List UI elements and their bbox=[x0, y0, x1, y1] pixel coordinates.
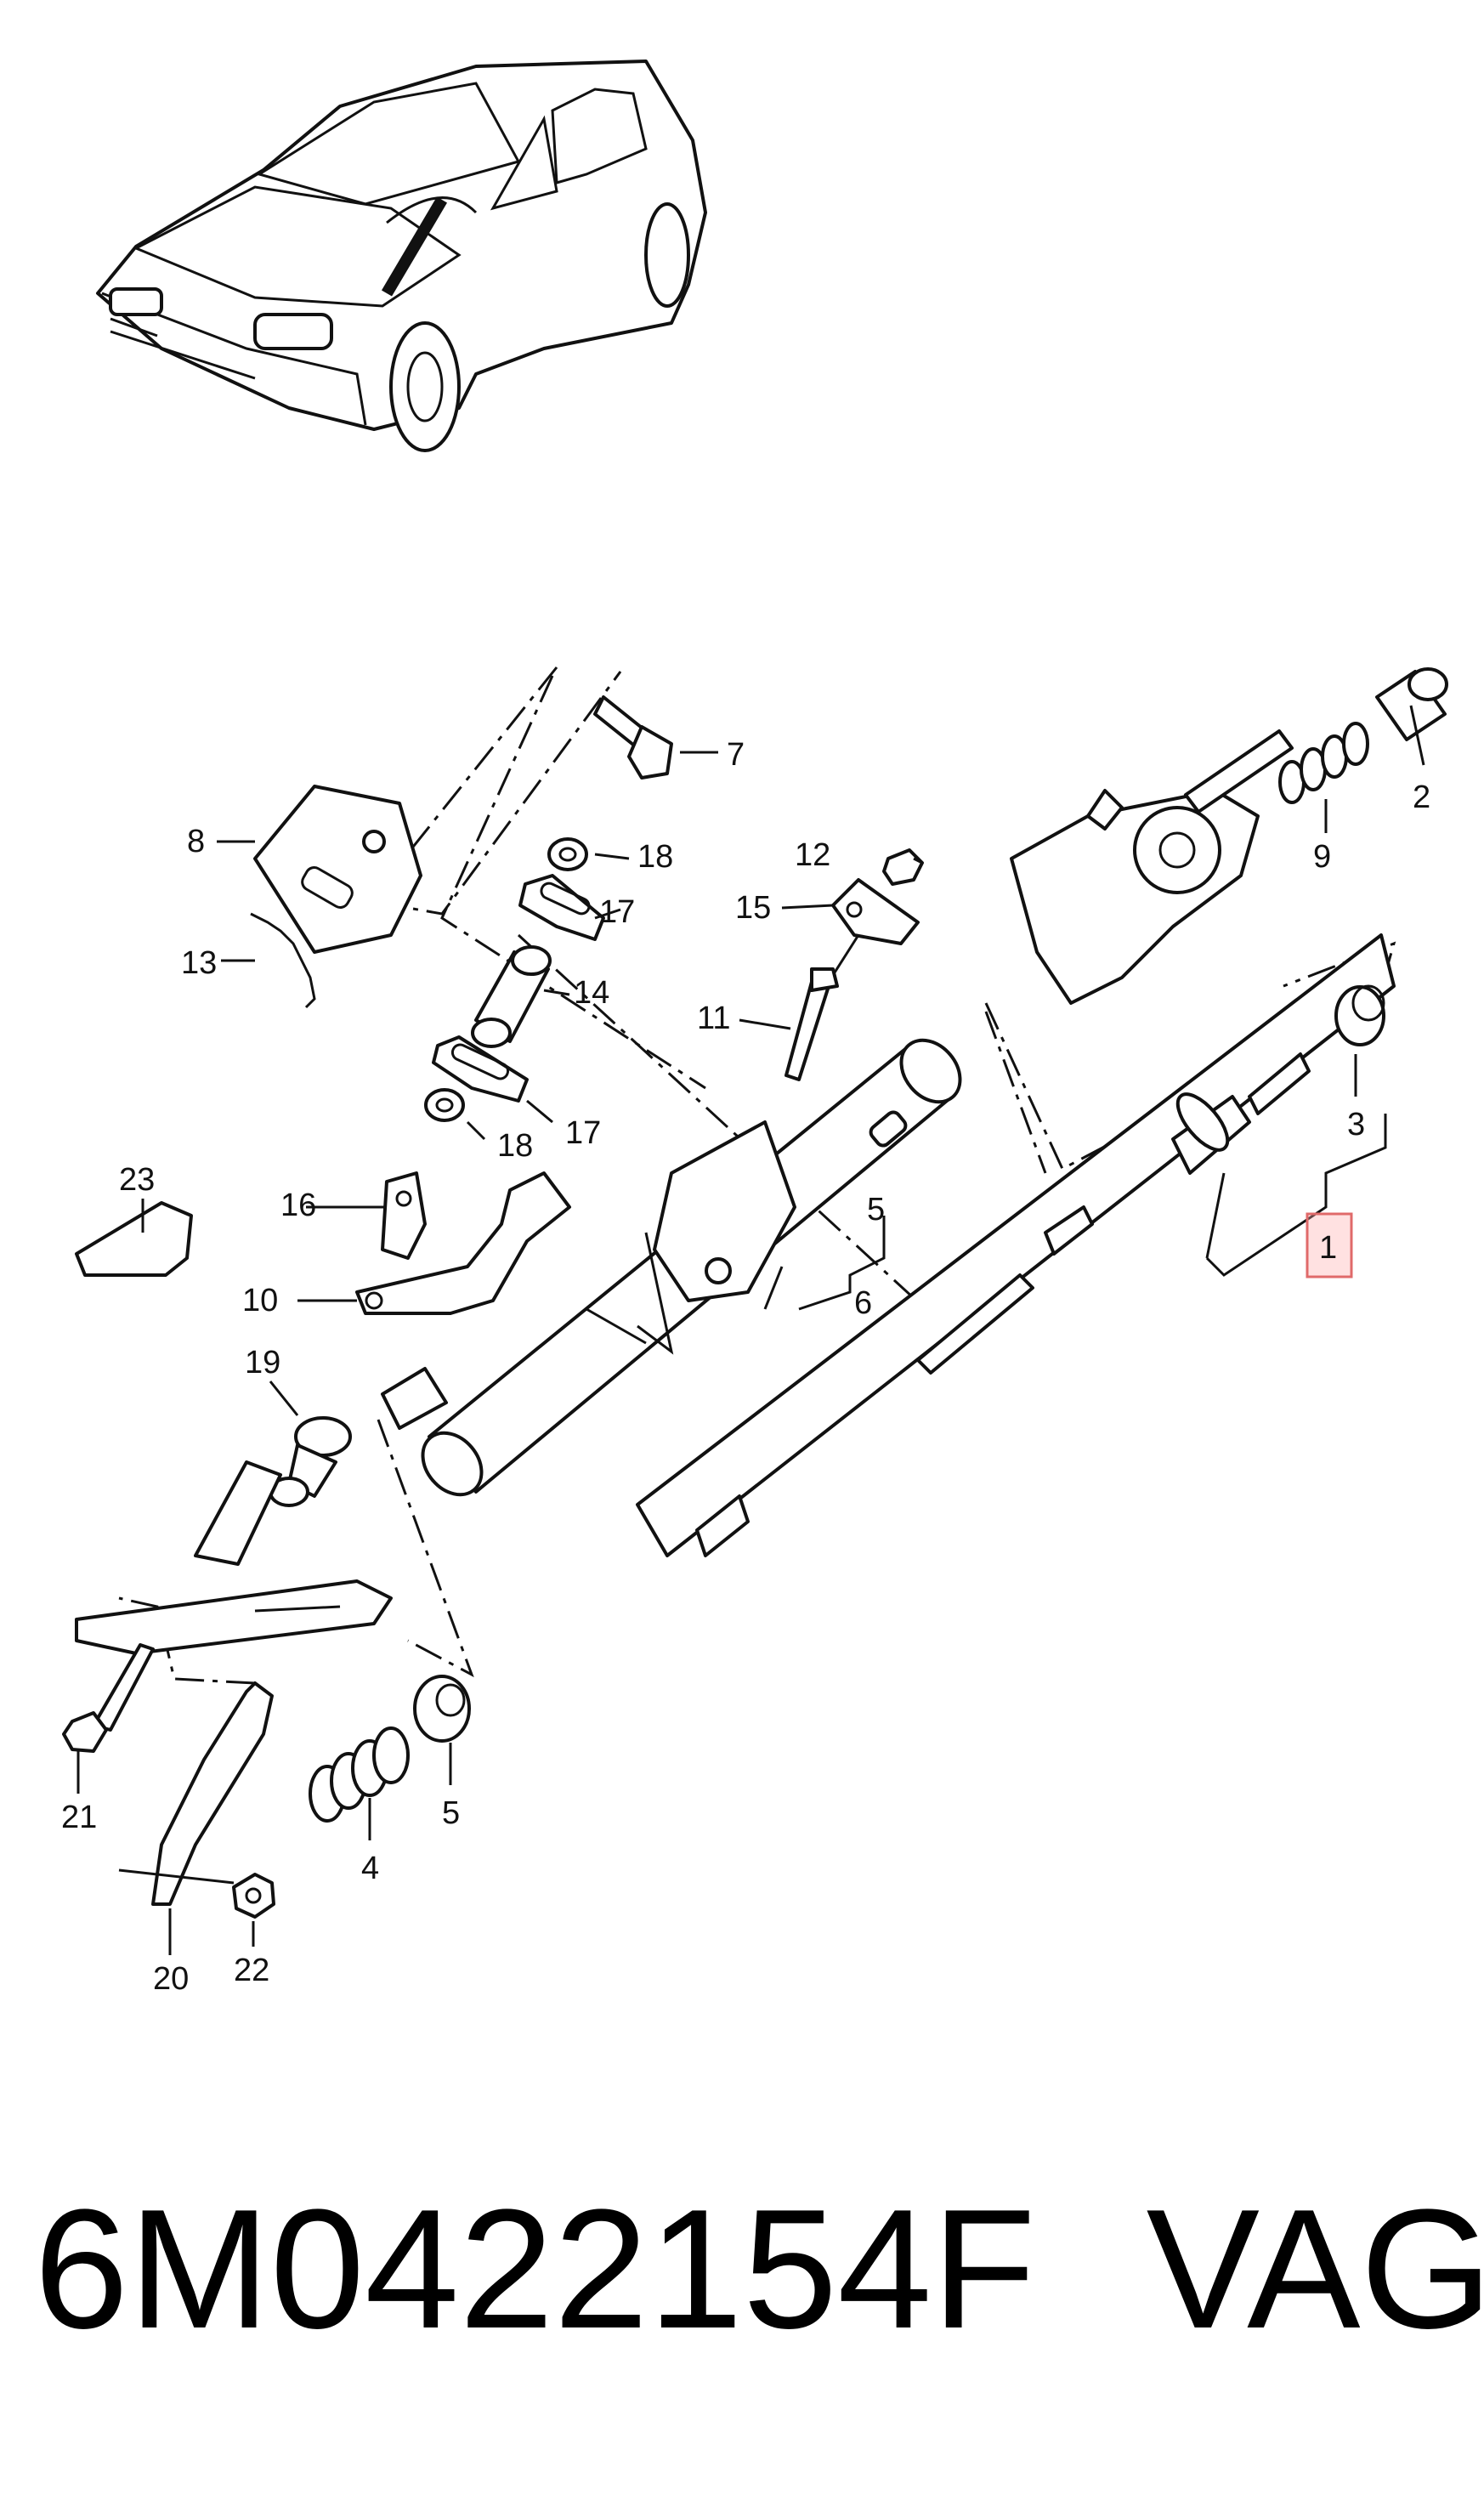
callout-5-top[interactable]: 5 bbox=[867, 1192, 885, 1227]
part-2-splined-sleeve bbox=[1375, 667, 1448, 741]
part-12-nut bbox=[882, 848, 924, 886]
callout-5-bottom[interactable]: 5 bbox=[442, 1795, 460, 1831]
part-11-bolt bbox=[784, 967, 839, 1081]
callout-22[interactable]: 22 bbox=[234, 1953, 269, 1988]
part-8-bracket bbox=[253, 785, 422, 954]
callout-16[interactable]: 16 bbox=[280, 1188, 316, 1223]
part-18-bushing-top bbox=[547, 837, 588, 871]
column-tube bbox=[421, 1038, 962, 1497]
callout-20[interactable]: 20 bbox=[153, 1961, 189, 1997]
car-illustration-icon bbox=[96, 60, 707, 452]
steering-shaft bbox=[636, 933, 1396, 1557]
part-4-spring bbox=[309, 1726, 410, 1823]
brand-name: VAG bbox=[1146, 2174, 1484, 2364]
part-17-slot-plate-top bbox=[518, 874, 605, 941]
callout-9[interactable]: 9 bbox=[1313, 839, 1331, 875]
callout-23[interactable]: 23 bbox=[119, 1162, 155, 1198]
callout-8[interactable]: 8 bbox=[187, 824, 205, 859]
callout-labels: 1 2 3 4 5 5 6 7 8 9 10 11 12 15 13 14 16… bbox=[61, 737, 1430, 1997]
part-23-clip bbox=[75, 1201, 193, 1277]
switch-housing bbox=[1010, 729, 1294, 1005]
part-9-spring bbox=[1278, 722, 1369, 804]
part-18-bushing-bottom bbox=[424, 1088, 465, 1122]
callout-14[interactable]: 14 bbox=[574, 975, 609, 1011]
part-20-pedal bbox=[151, 1681, 274, 1906]
callout-17-bottom[interactable]: 17 bbox=[565, 1115, 601, 1151]
callout-21[interactable]: 21 bbox=[61, 1800, 97, 1835]
part-7-screw bbox=[593, 695, 673, 780]
part-16-bracket bbox=[381, 1171, 427, 1260]
part-5-bearing-bottom bbox=[413, 1675, 471, 1743]
callout-18-bottom[interactable]: 18 bbox=[497, 1128, 533, 1164]
callout-2[interactable]: 2 bbox=[1413, 780, 1430, 815]
callout-12[interactable]: 12 bbox=[795, 837, 830, 873]
callout-3[interactable]: 3 bbox=[1347, 1107, 1365, 1142]
callout-19[interactable]: 19 bbox=[245, 1345, 280, 1381]
callout-17-top[interactable]: 17 bbox=[599, 894, 635, 930]
part-number: 6M0422154F bbox=[34, 2174, 1036, 2364]
callout-18-top[interactable]: 18 bbox=[637, 839, 673, 875]
part-13-spring bbox=[250, 912, 316, 1009]
part-21-bolt bbox=[62, 1643, 155, 1753]
callout-13[interactable]: 13 bbox=[181, 945, 217, 981]
pedal-bracket bbox=[75, 1367, 448, 1655]
part-10-lever bbox=[355, 1171, 571, 1315]
part-14-pin bbox=[471, 945, 552, 1048]
callout-4[interactable]: 4 bbox=[361, 1851, 379, 1886]
part-19-grommet bbox=[269, 1416, 352, 1507]
leader-lines bbox=[76, 705, 1425, 1955]
callout-11[interactable]: 11 bbox=[697, 1001, 730, 1036]
callout-15[interactable]: 15 bbox=[735, 890, 771, 926]
callout-1[interactable]: 1 bbox=[1319, 1230, 1337, 1266]
callout-10[interactable]: 10 bbox=[242, 1283, 278, 1318]
highlight-box-part-1 bbox=[1306, 1212, 1353, 1279]
part-17-slot-plate-bottom bbox=[432, 1035, 529, 1103]
callout-7[interactable]: 7 bbox=[727, 737, 745, 773]
part-3-bearing bbox=[1334, 984, 1385, 1046]
part-22-nut bbox=[232, 1873, 275, 1919]
callout-6[interactable]: 6 bbox=[854, 1285, 872, 1321]
